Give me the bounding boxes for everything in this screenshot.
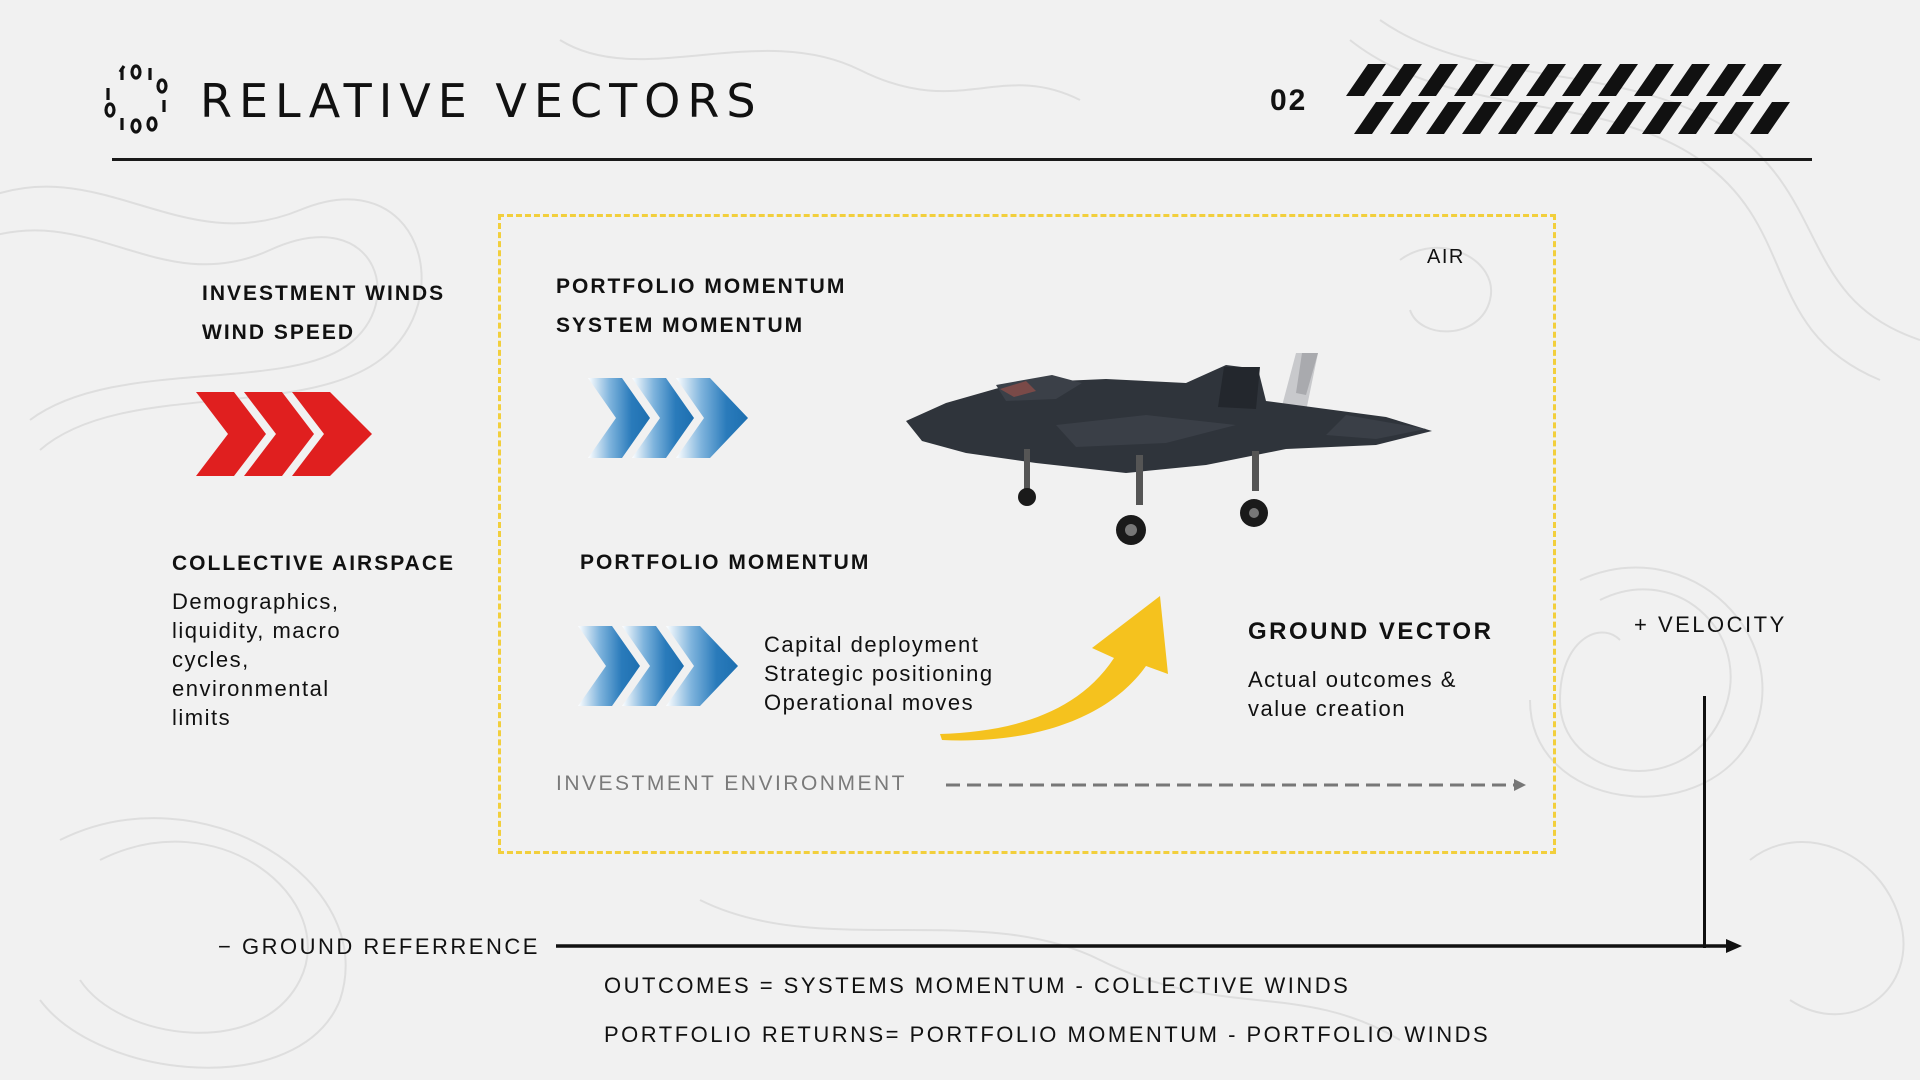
portfolio-momentum-heading-mid: PORTFOLIO MOMENTUM (580, 551, 871, 574)
investment-winds-label: INVESTMENT WINDS (202, 282, 446, 305)
investment-environment-arrow-icon (946, 779, 1526, 791)
blue-chevrons-top-icon (588, 378, 748, 458)
header-divider (112, 158, 1812, 161)
portfolio-actions-list: Capital deployment Strategic positioning… (764, 632, 994, 715)
collective-airspace-label: COLLECTIVE AIRSPACE (172, 552, 456, 575)
investment-environment-label: INVESTMENT ENVIRONMENT (556, 772, 907, 795)
fighter-jet-icon (906, 353, 1432, 545)
ground-reference-label: − GROUND REFERRENCE (218, 934, 540, 959)
portfolio-momentum-heading-top: PORTFOLIO MOMENTUM (556, 275, 847, 298)
page-number: 02 (1270, 84, 1308, 117)
curved-yellow-arrow-icon (940, 596, 1168, 741)
system-momentum-heading: SYSTEM MOMENTUM (556, 314, 805, 337)
velocity-axis (1703, 696, 1706, 948)
blue-chevrons-bottom-icon (578, 626, 738, 706)
ground-vector-description: Actual outcomes & value creation (1248, 667, 1457, 721)
portfolio-returns-formula: PORTFOLIO RETURNS= PORTFOLIO MOMENTUM - … (604, 1022, 1491, 1047)
air-label: AIR (1427, 246, 1465, 268)
red-chevrons-icon (196, 392, 372, 476)
collective-airspace-description: Demographics, liquidity, macro cycles, e… (172, 589, 342, 730)
binary-ring-logo-icon (104, 64, 168, 134)
air-frame (498, 214, 1556, 854)
page-title: RELATIVE VECTORS (200, 74, 763, 128)
ground-reference-axis-icon (556, 939, 1742, 953)
diagonal-stripes-icon (1346, 64, 1790, 134)
outcomes-formula: OUTCOMES = SYSTEMS MOMENTUM - COLLECTIVE… (604, 973, 1351, 998)
ground-vector-title: GROUND VECTOR (1248, 618, 1494, 645)
velocity-label: + VELOCITY (1634, 612, 1787, 637)
wind-speed-label: WIND SPEED (202, 321, 356, 344)
